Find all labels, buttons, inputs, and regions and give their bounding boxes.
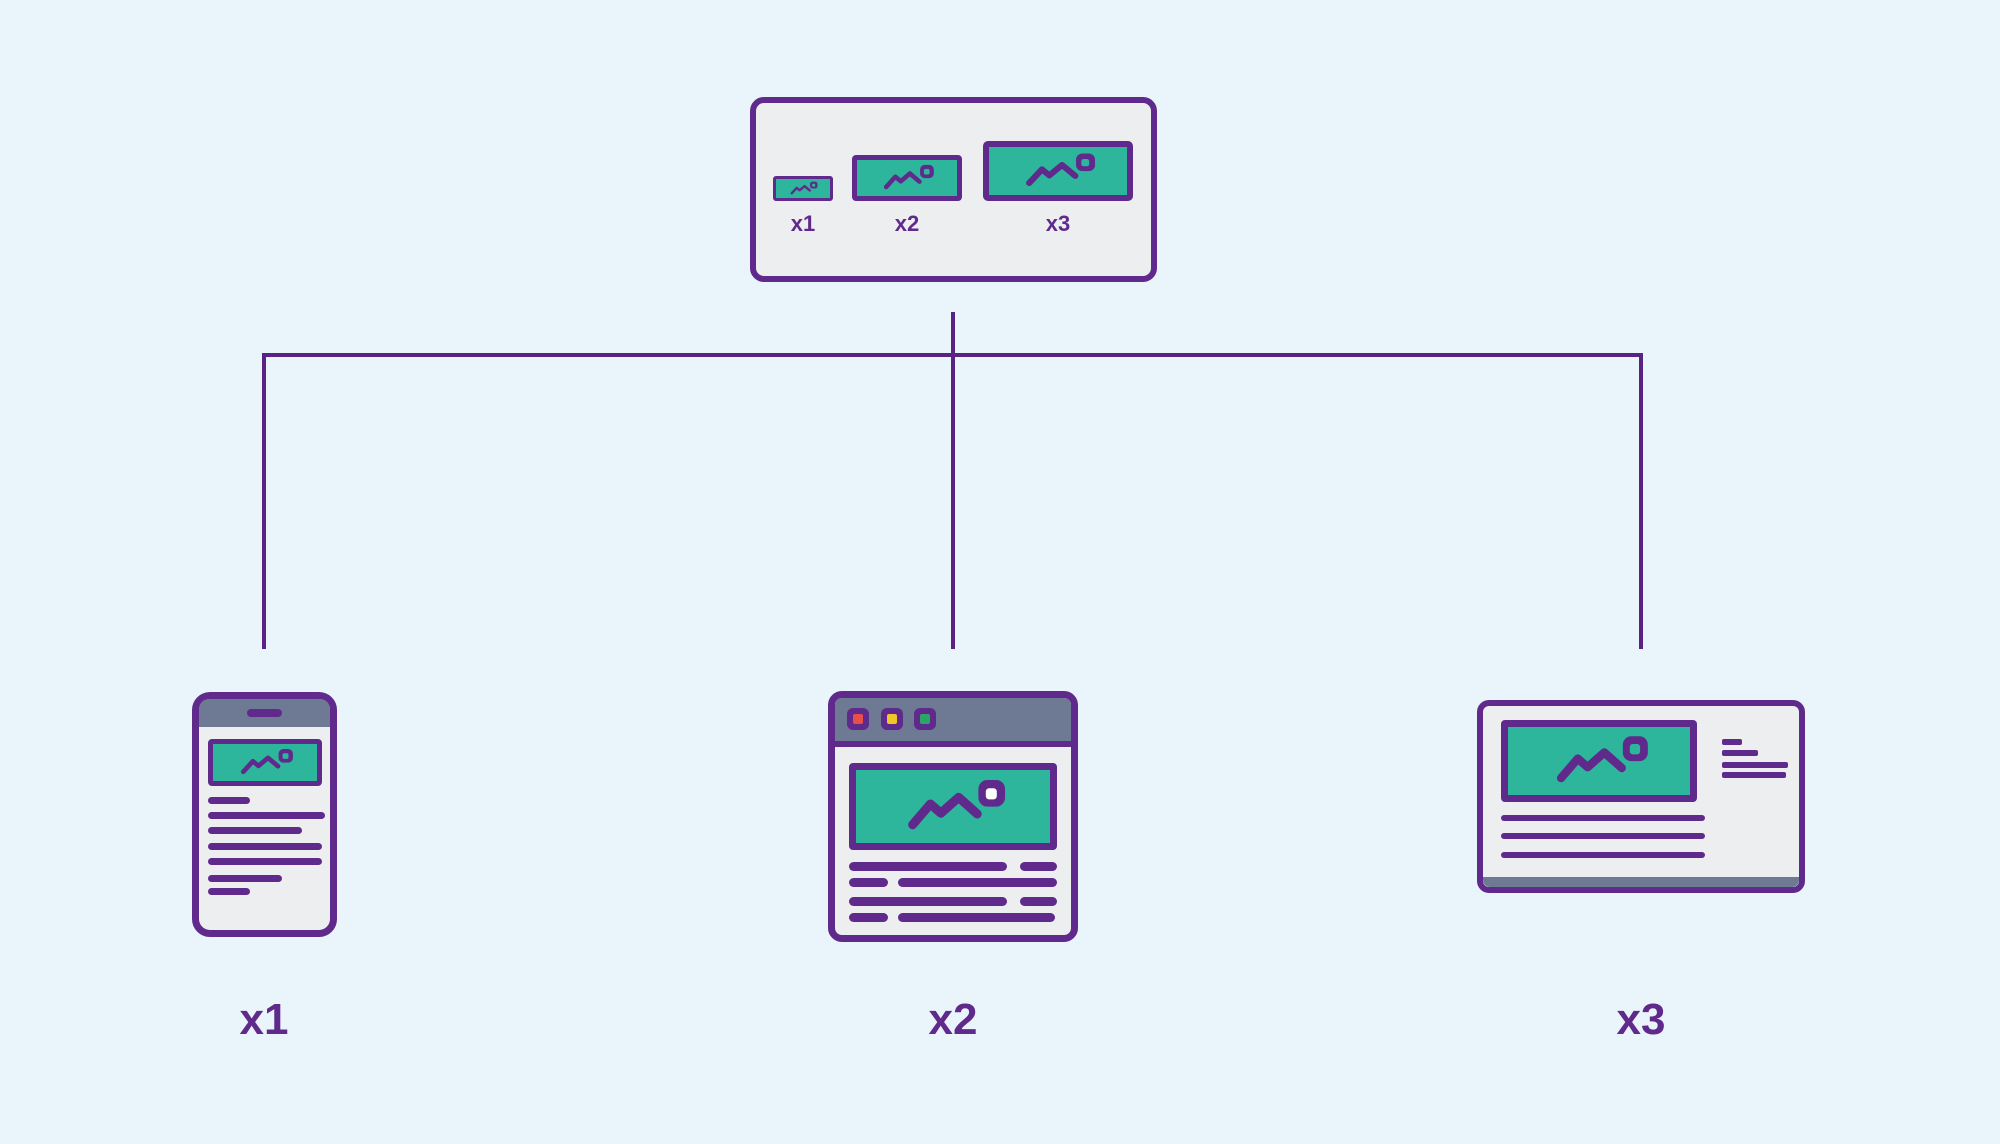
- image-placeholder-icon: [883, 164, 934, 190]
- browser-window: [828, 691, 1078, 942]
- text-line: [1501, 815, 1705, 821]
- connector-line-horizontal: [262, 353, 1643, 357]
- device-label-x2: x2: [928, 995, 978, 1044]
- text-line: [849, 878, 888, 887]
- text-line: [208, 812, 325, 819]
- text-line: [849, 913, 888, 922]
- image-placeholder-icon: [908, 779, 1006, 830]
- text-line: [208, 827, 302, 834]
- yellow-dot-icon: [887, 714, 897, 724]
- text-line: [898, 913, 1055, 922]
- text-line: [1722, 762, 1788, 768]
- mountain-icon: [1026, 162, 1079, 186]
- thumbnail-x2: [852, 155, 962, 201]
- connector-line-center: [951, 312, 955, 649]
- mountain-icon: [908, 792, 982, 830]
- image-placeholder-icon: [1556, 736, 1648, 783]
- phone-speaker: [247, 709, 282, 717]
- thumbnail-x1: [773, 176, 833, 201]
- text-line: [208, 843, 322, 850]
- thumbnail-x3: [983, 141, 1133, 201]
- phone-status-bar: [199, 699, 330, 727]
- image-placeholder-icon: [240, 749, 293, 775]
- text-line: [208, 875, 282, 882]
- phone-hero-image: [208, 739, 322, 786]
- browser-titlebar: [835, 698, 1071, 747]
- text-line: [898, 878, 1057, 887]
- text-line: [1020, 897, 1057, 906]
- text-line: [1722, 772, 1786, 778]
- image-placeholder-icon: [1026, 153, 1096, 186]
- red-dot-icon: [853, 714, 863, 724]
- thumbnail-label: x1: [790, 211, 816, 236]
- mountain-icon: [790, 184, 811, 195]
- laptop-device: [1477, 700, 1805, 893]
- device-label-x1: x1: [239, 995, 289, 1044]
- text-line: [849, 862, 1007, 871]
- green-dot-icon: [920, 714, 930, 724]
- text-line: [1722, 739, 1742, 745]
- thumbnail-label: x2: [894, 211, 920, 236]
- browser-button-green: [914, 708, 936, 730]
- browser-button-yellow: [881, 708, 903, 730]
- browser-button-red: [847, 708, 869, 730]
- text-line: [1501, 833, 1705, 839]
- text-line: [1501, 852, 1705, 858]
- device-label-x3: x3: [1616, 995, 1666, 1044]
- connector-line-left: [262, 353, 266, 649]
- mountain-icon: [883, 171, 922, 190]
- text-line: [208, 888, 250, 895]
- text-line: [1722, 750, 1758, 756]
- text-line: [849, 897, 1007, 906]
- text-line: [208, 858, 322, 865]
- text-line: [208, 797, 250, 804]
- mountain-icon: [240, 755, 281, 775]
- image-source-box: x1 x2 x3: [750, 97, 1157, 282]
- connector-line-right: [1639, 353, 1643, 649]
- laptop-base: [1483, 877, 1799, 887]
- mountain-icon: [1556, 748, 1626, 783]
- laptop-hero-image: [1501, 720, 1697, 802]
- text-line: [1020, 862, 1057, 871]
- thumbnail-label: x3: [1045, 211, 1071, 236]
- browser-hero-image: [849, 763, 1057, 850]
- phone-device: [192, 692, 337, 937]
- image-placeholder-icon: [790, 181, 818, 195]
